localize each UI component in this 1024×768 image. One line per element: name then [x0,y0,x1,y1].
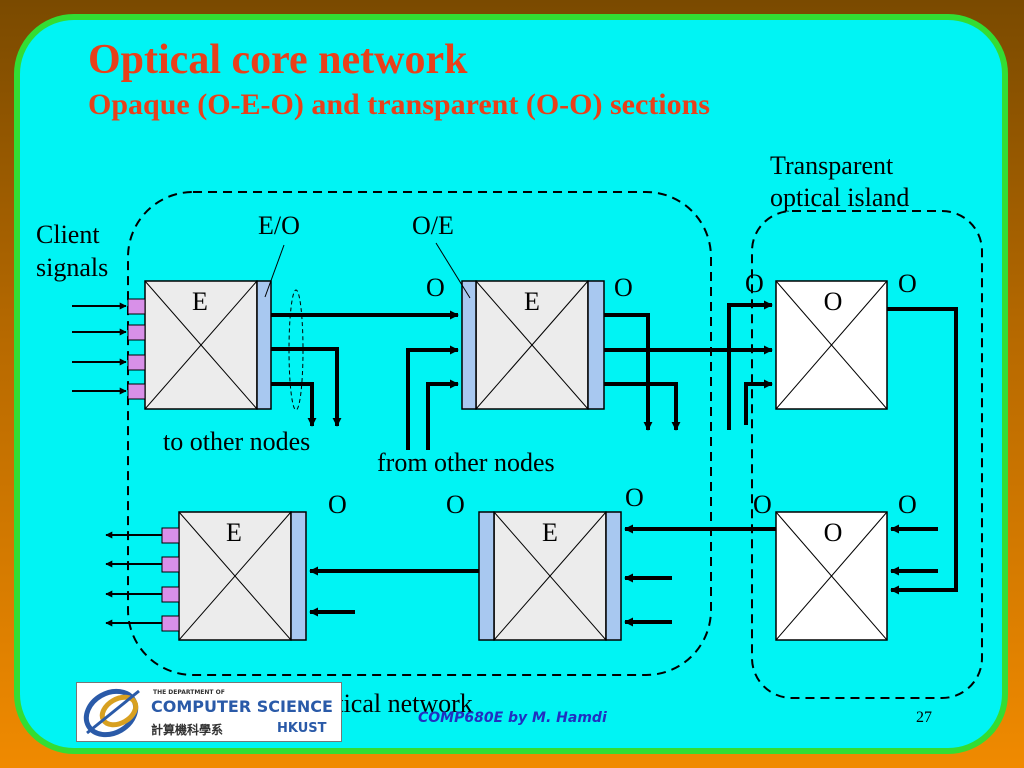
input-port [290,511,307,641]
switch-label: E [226,518,242,547]
port-label-o: O [898,490,917,519]
switch-label: O [824,518,843,547]
hkust-cs-logo: THE DEPARTMENT OF COMPUTER SCIENCE 計算機科學… [76,682,342,742]
eo-pointer [264,244,285,298]
switch-bottom-right: O [775,511,888,641]
client-signals-label: Client signals [36,220,108,282]
logo-dept-small: THE DEPARTMENT OF [153,689,225,696]
switch-label: E [542,518,558,547]
from-other-nodes-label: from other nodes [377,448,555,477]
output-port [256,280,272,410]
port-label-o: O [898,269,917,298]
switch-label: E [524,287,540,316]
page-number: 27 [916,709,932,726]
optical-links [271,300,958,627]
transparent-island-boundary [751,210,983,699]
logo-emblem-icon [83,688,140,738]
input-port [461,280,477,410]
to-other-nodes-label: to other nodes [163,427,310,456]
opaque-region-boundary [127,191,712,676]
slide-subtitle: Opaque (O-E-O) and transparent (O-O) sec… [88,88,710,121]
switch-bottom-middle: E [478,511,622,641]
switch-top-left: E [127,280,272,410]
client-input-arrows [72,302,127,395]
switch-bottom-left: E [161,511,307,641]
port-label-o: O [328,490,347,519]
input-port [605,511,622,641]
slide-title: Optical core network [88,37,468,83]
port-label-o: O [426,273,445,302]
client-port [127,354,146,371]
switch-label: O [824,287,843,316]
client-port [127,383,146,400]
port-labels: O O O O O O O O O [328,269,917,519]
port-label-o: O [614,273,633,302]
client-port [161,586,180,603]
port-label-o: O [745,269,764,298]
port-label-o: O [753,490,772,519]
logo-institution: HKUST [277,721,327,736]
client-output-arrows [105,531,162,627]
client-port [161,527,180,544]
port-label-o: O [446,490,465,519]
switch-top-right: O [775,280,888,410]
client-port [161,556,180,573]
client-port [127,324,146,341]
logo-dept-main: COMPUTER SCIENCE [151,697,333,716]
eo-ellipse [288,289,304,411]
transparent-island-label: Transparent optical island [770,151,909,212]
footer-course: COMP680E by M. Hamdi [418,710,607,726]
oe-label: O/E [412,211,454,240]
oe-pointer [435,242,471,299]
output-port [587,280,605,410]
output-port [478,511,495,641]
client-port [127,298,146,315]
client-port [161,615,180,632]
port-label-o: O [625,483,644,512]
switch-top-middle: E [461,280,605,410]
switch-label: E [192,287,208,316]
eo-label: E/O [258,211,300,240]
logo-chinese: 計算機科學系 [151,723,224,737]
